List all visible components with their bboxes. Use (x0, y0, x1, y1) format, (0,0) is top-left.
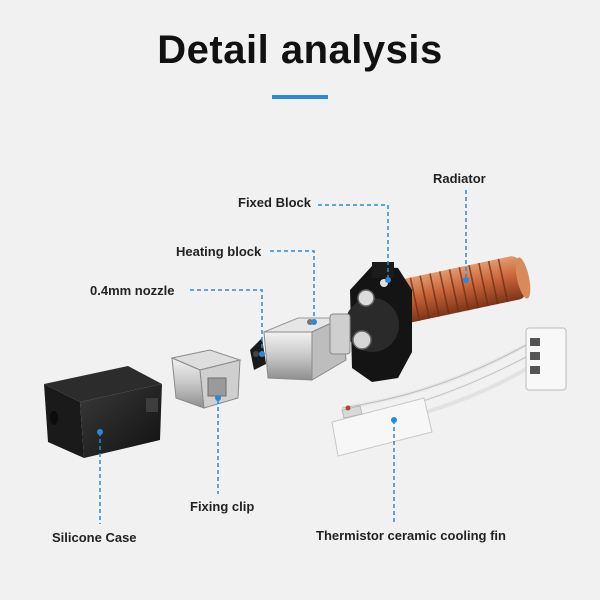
silicone-case-part (44, 366, 162, 458)
label-silicone-case: Silicone Case (52, 530, 137, 545)
label-radiator: Radiator (433, 171, 486, 186)
title-underline (272, 95, 328, 99)
callout-line-fixed-block (318, 204, 389, 278)
fixed-block-part (345, 262, 412, 382)
page-title: Detail analysis (157, 28, 443, 72)
callout-line-heating-block (270, 250, 315, 320)
callout-lines (99, 190, 467, 524)
fixing-clip-part (170, 349, 242, 409)
callout-dots (97, 277, 469, 435)
thermistor-part (331, 327, 567, 457)
label-fixing-clip: Fixing clip (190, 499, 255, 514)
label-heating-block: Heating block (176, 244, 262, 259)
heating-block-part (263, 313, 351, 381)
label-nozzle: 0.4mm nozzle (90, 283, 175, 298)
label-fixed-block: Fixed Block (238, 195, 311, 210)
callout-line-nozzle (190, 289, 263, 352)
label-thermistor: Thermistor ceramic cooling fin (316, 528, 506, 543)
